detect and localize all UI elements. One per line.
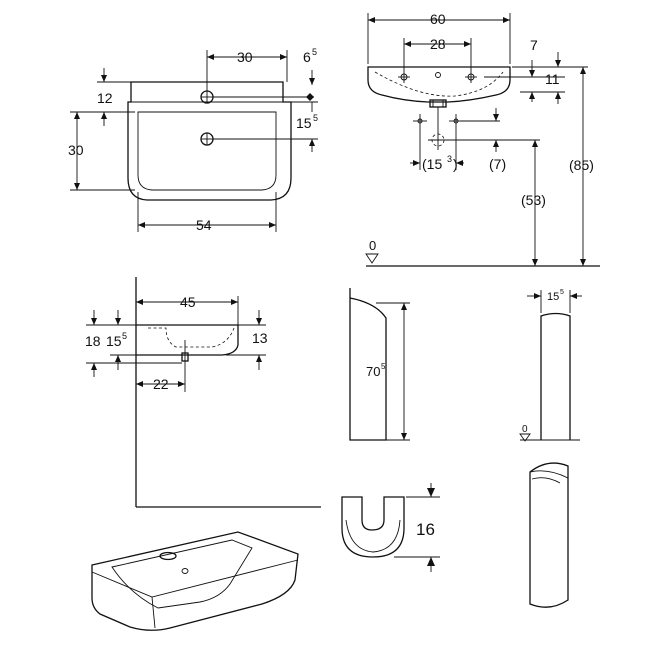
pedestal-floor-label: 0 (522, 424, 528, 435)
dim-front-height: 13 (252, 330, 268, 346)
waste-outlet (429, 99, 447, 108)
pedestal-front-outline (540, 312, 571, 440)
pedestal-isometric (529, 462, 569, 608)
dim-depth-total: 18 (85, 333, 101, 349)
front-view: 60 28 7 11 (365, 11, 600, 267)
dim-edge-gap-sup: 5 (312, 47, 317, 57)
dim-waste-center: (7) (489, 156, 506, 172)
dim-waste-offset-close: ) (453, 156, 458, 172)
basin-iso-waste (181, 568, 189, 574)
basin-iso-bowl (111, 539, 253, 609)
basin-side-outline (136, 324, 239, 356)
dim-waste-height: (53) (521, 192, 546, 208)
dim-pedestal-height-sup: 5 (381, 362, 386, 371)
dim-rim-height: 11 (545, 71, 560, 87)
floor-level-label: 0 (369, 238, 376, 253)
dim-depth-inner: 15 (106, 333, 122, 349)
dim-projection: 45 (180, 294, 196, 310)
dim-rim-height-floor: (85) (569, 157, 594, 173)
dim-bowl-depth: 30 (68, 142, 84, 158)
fixing-hole-right (465, 71, 477, 83)
basin-outline-top (127, 81, 292, 201)
dim-waste-offset-sup: 3 (447, 154, 452, 164)
dim-pedestal-depth: 16 (416, 520, 435, 539)
dim-depth-inner-sup: 5 (122, 331, 127, 341)
dim-bowl-width: 54 (196, 217, 212, 233)
dim-hole-offset: 30 (237, 49, 253, 65)
tap-hole-front (435, 72, 441, 78)
dim-waste-distance: 22 (153, 376, 169, 392)
dim-pedestal-width-sup: 5 (560, 289, 564, 296)
pedestal-iso-outline (529, 462, 569, 608)
dim-fixing-spacing: 28 (430, 36, 446, 52)
dim-rim-top: 7 (530, 37, 538, 53)
dim-waste-depth-sup: 5 (313, 113, 318, 123)
waste-center (428, 130, 448, 150)
pedestal-side-view: 70 5 (349, 288, 410, 441)
pedestal-u-section (341, 496, 405, 558)
pedestal-side-outline (349, 288, 387, 441)
dim-waste-offset: (15 (422, 156, 442, 172)
dim-overall-width: 60 (430, 11, 446, 27)
dim-edge-gap: 6 (303, 49, 311, 65)
dim-pedestal-height: 70 (366, 364, 380, 379)
pedestal-section: 16 (341, 483, 440, 572)
basin-inner-bowl (137, 111, 277, 191)
basin-isometric (91, 531, 299, 631)
basin-iso-tap-hole (159, 551, 177, 561)
dim-pedestal-width: 15 (547, 291, 559, 303)
dim-waste-depth: 15 (296, 115, 312, 131)
basin-front-outline (367, 66, 511, 103)
pedestal-front-view: 15 5 0 (519, 289, 582, 442)
dim-tap-depth: 12 (97, 90, 113, 106)
waste-position-left (413, 114, 427, 128)
top-view: 30 6 5 12 15 5 30 54 (68, 47, 318, 233)
side-view: 45 18 15 5 13 22 (85, 277, 321, 508)
basin-iso-outline (91, 531, 299, 631)
fixing-hole-left (398, 71, 410, 83)
